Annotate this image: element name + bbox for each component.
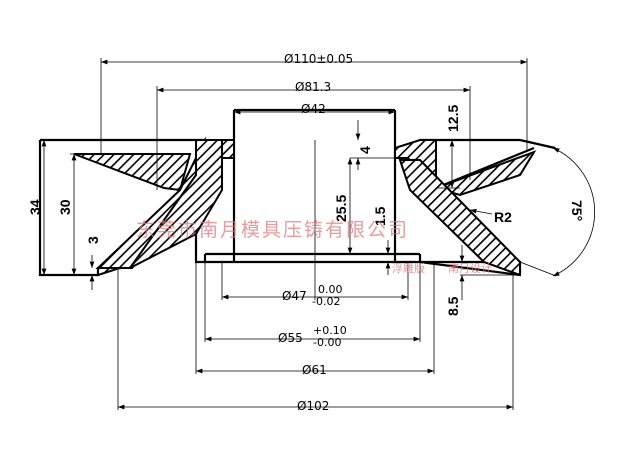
hatched-sections (73, 136, 537, 277)
watermark-company: 东莞市南月模具压铸有限公司 (136, 219, 409, 241)
dim-r2: R2 (494, 209, 512, 225)
angle-dimension (469, 139, 596, 277)
dim-d47-tol-low: -0.02 (312, 295, 340, 308)
dim-d47: Ø47 (282, 289, 307, 303)
dimension-labels: Ø110±0.05 Ø81.3 Ø42 Ø47 0.00 -0.02 Ø55 +… (27, 52, 585, 413)
watermark-tag2: 南月设计 (448, 262, 492, 275)
dim-d47-tol-up: 0.00 (318, 283, 343, 296)
dim-d81: Ø81.3 (295, 80, 331, 94)
horizontal-dimensions (100, 58, 528, 410)
dim-d42: Ø42 (301, 102, 326, 116)
dim-h30: 30 (57, 199, 73, 215)
dim-d55: Ø55 (278, 331, 303, 345)
dim-d55-tol-low: -0.00 (313, 336, 341, 349)
watermark-tag1: 浮雕版 (392, 261, 425, 275)
dim-d102: Ø102 (297, 399, 329, 413)
watermark: 东莞市南月模具压铸有限公司 浮雕版 南月设计 (136, 219, 492, 275)
dim-angle75: 75° (569, 200, 585, 221)
dim-h8-5: 8.5 (445, 296, 461, 316)
dim-d55-tol-up: +0.10 (313, 324, 347, 337)
dim-d61: Ø61 (302, 363, 327, 377)
dim-h34: 34 (27, 199, 43, 215)
dim-h1-5: 1.5 (372, 206, 388, 226)
dim-h4: 4 (357, 146, 373, 154)
dim-h25-5: 25.5 (333, 195, 349, 222)
dim-d110: Ø110±0.05 (284, 52, 353, 66)
dim-h12-5: 12.5 (445, 105, 461, 132)
dim-h3: 3 (85, 236, 101, 244)
vertical-dimensions (41, 120, 520, 300)
